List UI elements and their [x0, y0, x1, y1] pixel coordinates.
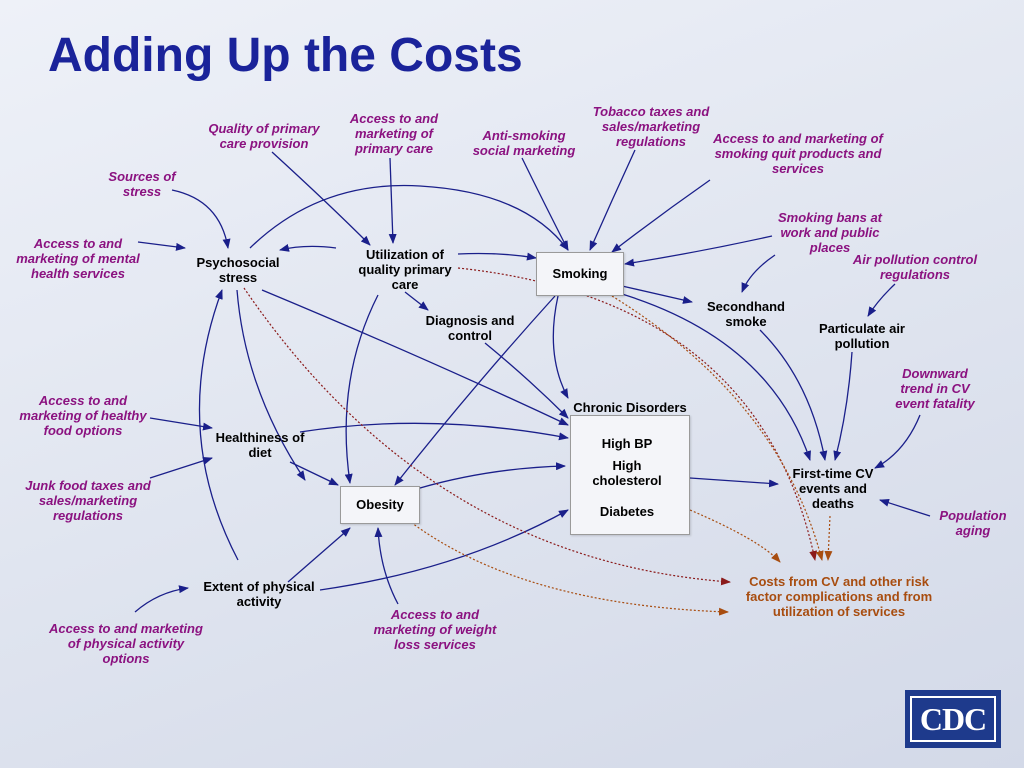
- arrow-pa-options-to-activity: [134, 585, 189, 613]
- node-diabetes: Diabetes: [599, 504, 655, 519]
- cdc-logo-text: CDC: [910, 696, 996, 742]
- arrow-stress-to-smoking-arc: [249, 184, 569, 251]
- node-smoking: Smoking: [536, 252, 624, 296]
- factor-smoking-bans: Smoking bans at work and public places: [777, 210, 883, 255]
- arrow-diagnosis-to-chronic: [484, 342, 569, 419]
- factor-sources-stress: Sources of stress: [108, 169, 176, 199]
- factor-air-pollution-reg: Air pollution control regulations: [852, 252, 978, 282]
- arrow-anti-smoking-to-smoking: [521, 157, 569, 251]
- arrow-obesity-to-chronic: [419, 462, 566, 489]
- cost-arrow-chronic-to-costs: [689, 509, 781, 563]
- arrow-aging-to-cv: [879, 498, 931, 517]
- arrow-stress-to-chronic: [261, 289, 569, 426]
- arrow-healthy-food-to-diet: [149, 417, 213, 431]
- cdc-logo: CDC: [905, 690, 1001, 748]
- factor-junk-food: Junk food taxes and sales/marketing regu…: [25, 478, 151, 523]
- node-extent-activity: Extent of physical activity: [203, 579, 315, 609]
- arrow-chronic-to-cv: [689, 477, 779, 488]
- node-healthiness-diet: Healthiness of diet: [215, 430, 305, 460]
- node-costs: Costs from CV and other risk factor comp…: [745, 574, 933, 619]
- arrow-utilization-to-diagnosis: [404, 291, 429, 311]
- arrow-tobacco-to-smoking: [589, 149, 636, 251]
- node-high-bp: High BP: [601, 436, 653, 451]
- node-obesity: Obesity: [340, 486, 420, 524]
- arrow-stress-to-diet: [236, 289, 306, 481]
- arrow-mental-health-to-stress: [137, 241, 186, 251]
- arrow-sources-stress-to-stress: [171, 189, 231, 249]
- arrow-particulate-to-cv: [833, 351, 853, 461]
- node-high-cholesterol: High cholesterol: [592, 458, 662, 488]
- chronic-disorders-box: [570, 415, 690, 535]
- factor-mental-health: Access to and marketing of mental health…: [16, 236, 140, 281]
- factor-access-primary-care: Access to and marketing of primary care: [349, 111, 439, 156]
- arrow-activity-to-obesity: [287, 527, 351, 583]
- factor-anti-smoking: Anti-smoking social marketing: [472, 128, 576, 158]
- node-utilization: Utilization of quality primary care: [358, 247, 452, 292]
- cost-arrow-cv-to-costs: [824, 515, 833, 561]
- cost-arrow-obesity-to-costs: [407, 519, 729, 616]
- arrow-downward-to-cv: [874, 414, 921, 469]
- arrow-quality-care-to-utilization: [271, 151, 371, 246]
- arrow-smoking-to-chronic: [552, 295, 569, 399]
- arrow-air-pollution-reg-to-particulate: [867, 283, 896, 317]
- cost-arrow-smoking-to-costs: [611, 295, 824, 561]
- node-first-time-cv: First-time CV events and deaths: [792, 466, 874, 511]
- arrow-smoking-bans-to-smoking: [624, 235, 773, 267]
- factor-quality-primary-care: Quality of primary care provision: [208, 121, 320, 151]
- node-particulate: Particulate air pollution: [819, 321, 905, 351]
- factor-tobacco-taxes: Tobacco taxes and sales/marketing regula…: [592, 104, 710, 149]
- arrow-junk-food-to-diet: [149, 456, 213, 479]
- factor-quit-products: Access to and marketing of smoking quit …: [713, 131, 883, 176]
- arrow-weight-loss-to-obesity: [374, 527, 399, 605]
- node-diagnosis: Diagnosis and control: [425, 313, 515, 343]
- arrow-smoking-bans-to-secondhand: [741, 254, 776, 293]
- factor-population-aging: Population aging: [939, 508, 1007, 538]
- factor-physical-activity-options: Access to and marketing of physical acti…: [49, 621, 203, 666]
- factor-downward-trend: Downward trend in CV event fatality: [895, 366, 975, 411]
- arrow-activity-to-chronic: [319, 509, 569, 591]
- factor-healthy-food: Access to and marketing of healthy food …: [19, 393, 147, 438]
- arrow-diet-to-obesity: [289, 461, 339, 486]
- cost-arrow-stress-to-costs: [243, 287, 731, 586]
- arrow-utilization-to-stress: [279, 244, 337, 252]
- node-chronic-disorders: Chronic Disorders: [573, 400, 687, 415]
- arrow-smoking-to-secondhand: [621, 285, 693, 304]
- arrow-secondhand-to-cv: [759, 329, 828, 461]
- arrow-activity-to-stress: [198, 289, 239, 561]
- arrow-utilization-to-smoking: [457, 252, 537, 261]
- node-secondhand-smoke: Secondhand smoke: [706, 299, 785, 329]
- arrow-quit-products-to-smoking: [611, 179, 711, 253]
- arrow-access-care-to-utilization: [388, 157, 397, 244]
- arrow-smoking-to-cv: [621, 293, 811, 461]
- page-title: Adding Up the Costs: [48, 29, 523, 82]
- arrow-diet-to-chronic: [299, 422, 569, 441]
- arrow-utilization-to-obesity: [344, 294, 379, 484]
- factor-weight-loss: Access to and marketing of weight loss s…: [373, 607, 497, 652]
- node-psychosocial-stress: Psychosocial stress: [196, 255, 280, 285]
- arrow-smoking-to-obesity: [394, 295, 556, 486]
